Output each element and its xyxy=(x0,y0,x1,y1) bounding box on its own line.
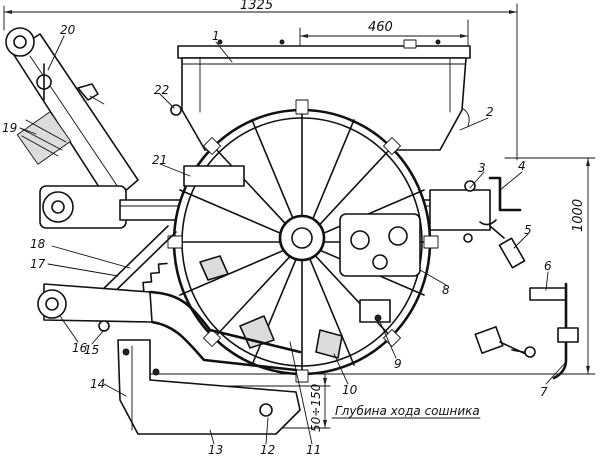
rear-arm xyxy=(5,27,139,205)
seed-mechanism xyxy=(339,180,476,323)
callout-11: 11 xyxy=(306,443,321,457)
callout-3: 3 xyxy=(478,161,486,175)
overall-width-label: 1325 xyxy=(240,0,273,13)
callout-17: 17 xyxy=(30,257,46,271)
coulter xyxy=(117,339,301,435)
callouts: 1 2 3 4 5 6 7 8 9 10 11 12 13 14 15 16 1… xyxy=(2,23,552,457)
dimension-overall-width: 1325 xyxy=(3,0,518,161)
callout-22: 22 xyxy=(154,83,169,97)
callout-21: 21 xyxy=(152,153,167,167)
callout-20: 20 xyxy=(60,23,76,37)
callout-14: 14 xyxy=(90,377,105,391)
callout-18: 18 xyxy=(30,237,46,251)
coulter-arm xyxy=(37,283,302,372)
callout-10: 10 xyxy=(342,383,358,397)
height-label: 1000 xyxy=(571,199,586,232)
callout-16: 16 xyxy=(72,341,88,355)
callout-13: 13 xyxy=(208,443,223,457)
callout-5: 5 xyxy=(524,223,532,237)
spring-assembly xyxy=(16,111,72,165)
callout-6: 6 xyxy=(544,259,552,273)
callout-1: 1 xyxy=(212,29,220,43)
callout-12: 12 xyxy=(260,443,275,457)
callout-9: 9 xyxy=(394,357,402,371)
depth-range-label: 50÷150 xyxy=(309,383,323,432)
callout-15: 15 xyxy=(84,343,99,357)
hopper-width-label: 460 xyxy=(368,20,393,35)
depth-caption: Глубина хода сошника xyxy=(335,404,480,418)
dimension-hopper-width: 460 xyxy=(299,19,469,46)
callout-4: 4 xyxy=(518,159,526,173)
callout-19: 19 xyxy=(2,121,17,135)
callout-2: 2 xyxy=(486,105,494,119)
dimension-height: 1000 xyxy=(504,157,596,375)
callout-7: 7 xyxy=(540,385,548,399)
leader-lines xyxy=(19,35,567,445)
callout-8: 8 xyxy=(442,283,450,297)
wheel-lugs xyxy=(167,99,439,383)
hitch-assembly xyxy=(474,225,579,380)
